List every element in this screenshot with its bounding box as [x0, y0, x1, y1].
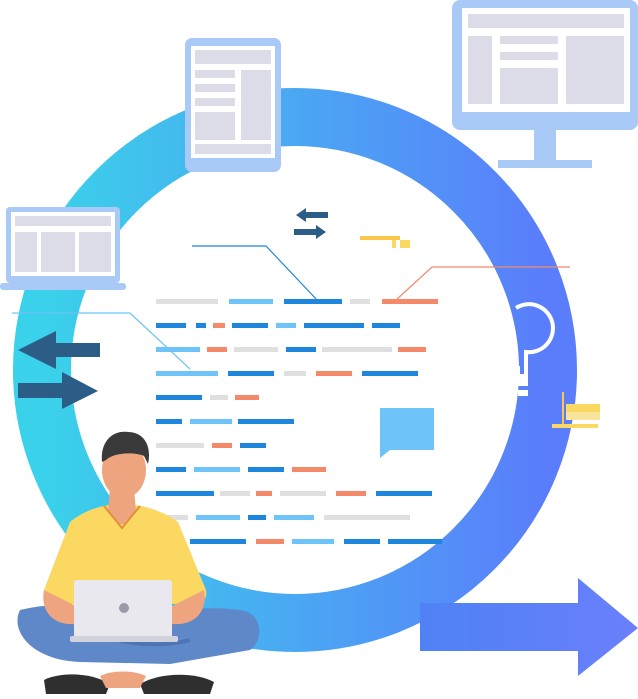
cycle-ring [13, 88, 577, 652]
left-shoe [44, 674, 110, 694]
right-shoe [140, 674, 214, 694]
right-arrow-icon [18, 372, 98, 409]
flag-icon [552, 392, 600, 428]
chat-bubble-icon [380, 408, 434, 458]
laptop-icon [0, 207, 126, 290]
left-arrow-icon [18, 331, 100, 369]
code-lines [156, 299, 442, 544]
lightbulb-icon [514, 302, 555, 396]
hair [101, 431, 150, 464]
forward-arrow-icon [420, 578, 638, 676]
person-with-laptop [17, 431, 260, 694]
swap-arrows-icon [294, 208, 328, 239]
key-icon [360, 236, 410, 248]
tablet-icon [185, 38, 281, 172]
shirt [43, 504, 207, 605]
desktop-monitor-icon [452, 0, 638, 168]
